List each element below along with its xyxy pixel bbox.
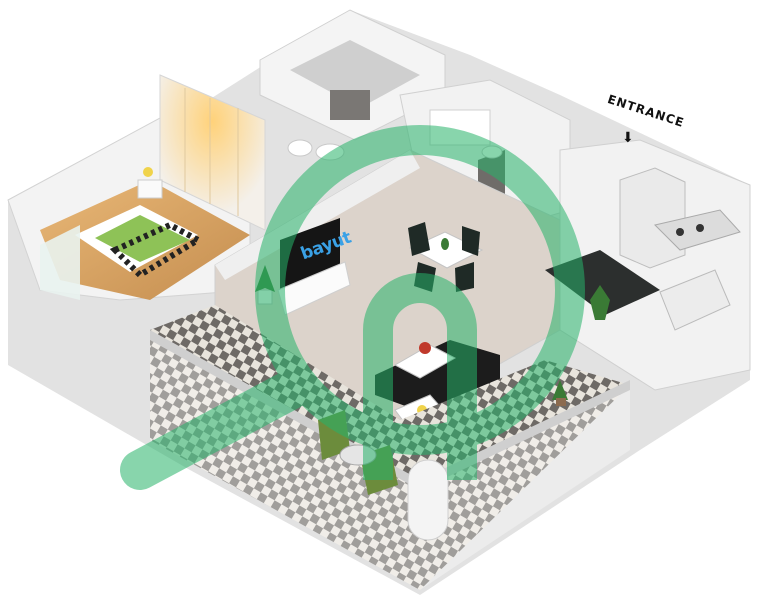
flowers-icon — [419, 342, 431, 354]
wardrobe — [159, 74, 266, 231]
bedroom-window — [40, 225, 80, 300]
arrow-down-icon: ⬇ — [622, 129, 634, 145]
column — [407, 459, 449, 541]
kitchen-plant-icon — [590, 285, 610, 320]
shower-area — [330, 90, 370, 120]
bathroom-block — [259, 9, 446, 161]
fridge — [619, 167, 686, 269]
balcony-plant-icon — [552, 380, 568, 406]
nightstand — [137, 179, 163, 199]
bedroom — [7, 74, 266, 301]
vase-icon — [441, 238, 449, 250]
bayut-logo-watermark — [120, 125, 585, 490]
kitchen — [545, 139, 751, 391]
balcony-glass-right — [420, 380, 630, 590]
lamp-icon — [143, 167, 153, 177]
dining-set — [408, 222, 484, 292]
toilet-icon — [287, 139, 313, 157]
bed-throw — [109, 221, 205, 279]
kitchen-cabinet — [659, 269, 731, 331]
balcony-glass-left — [150, 330, 420, 590]
